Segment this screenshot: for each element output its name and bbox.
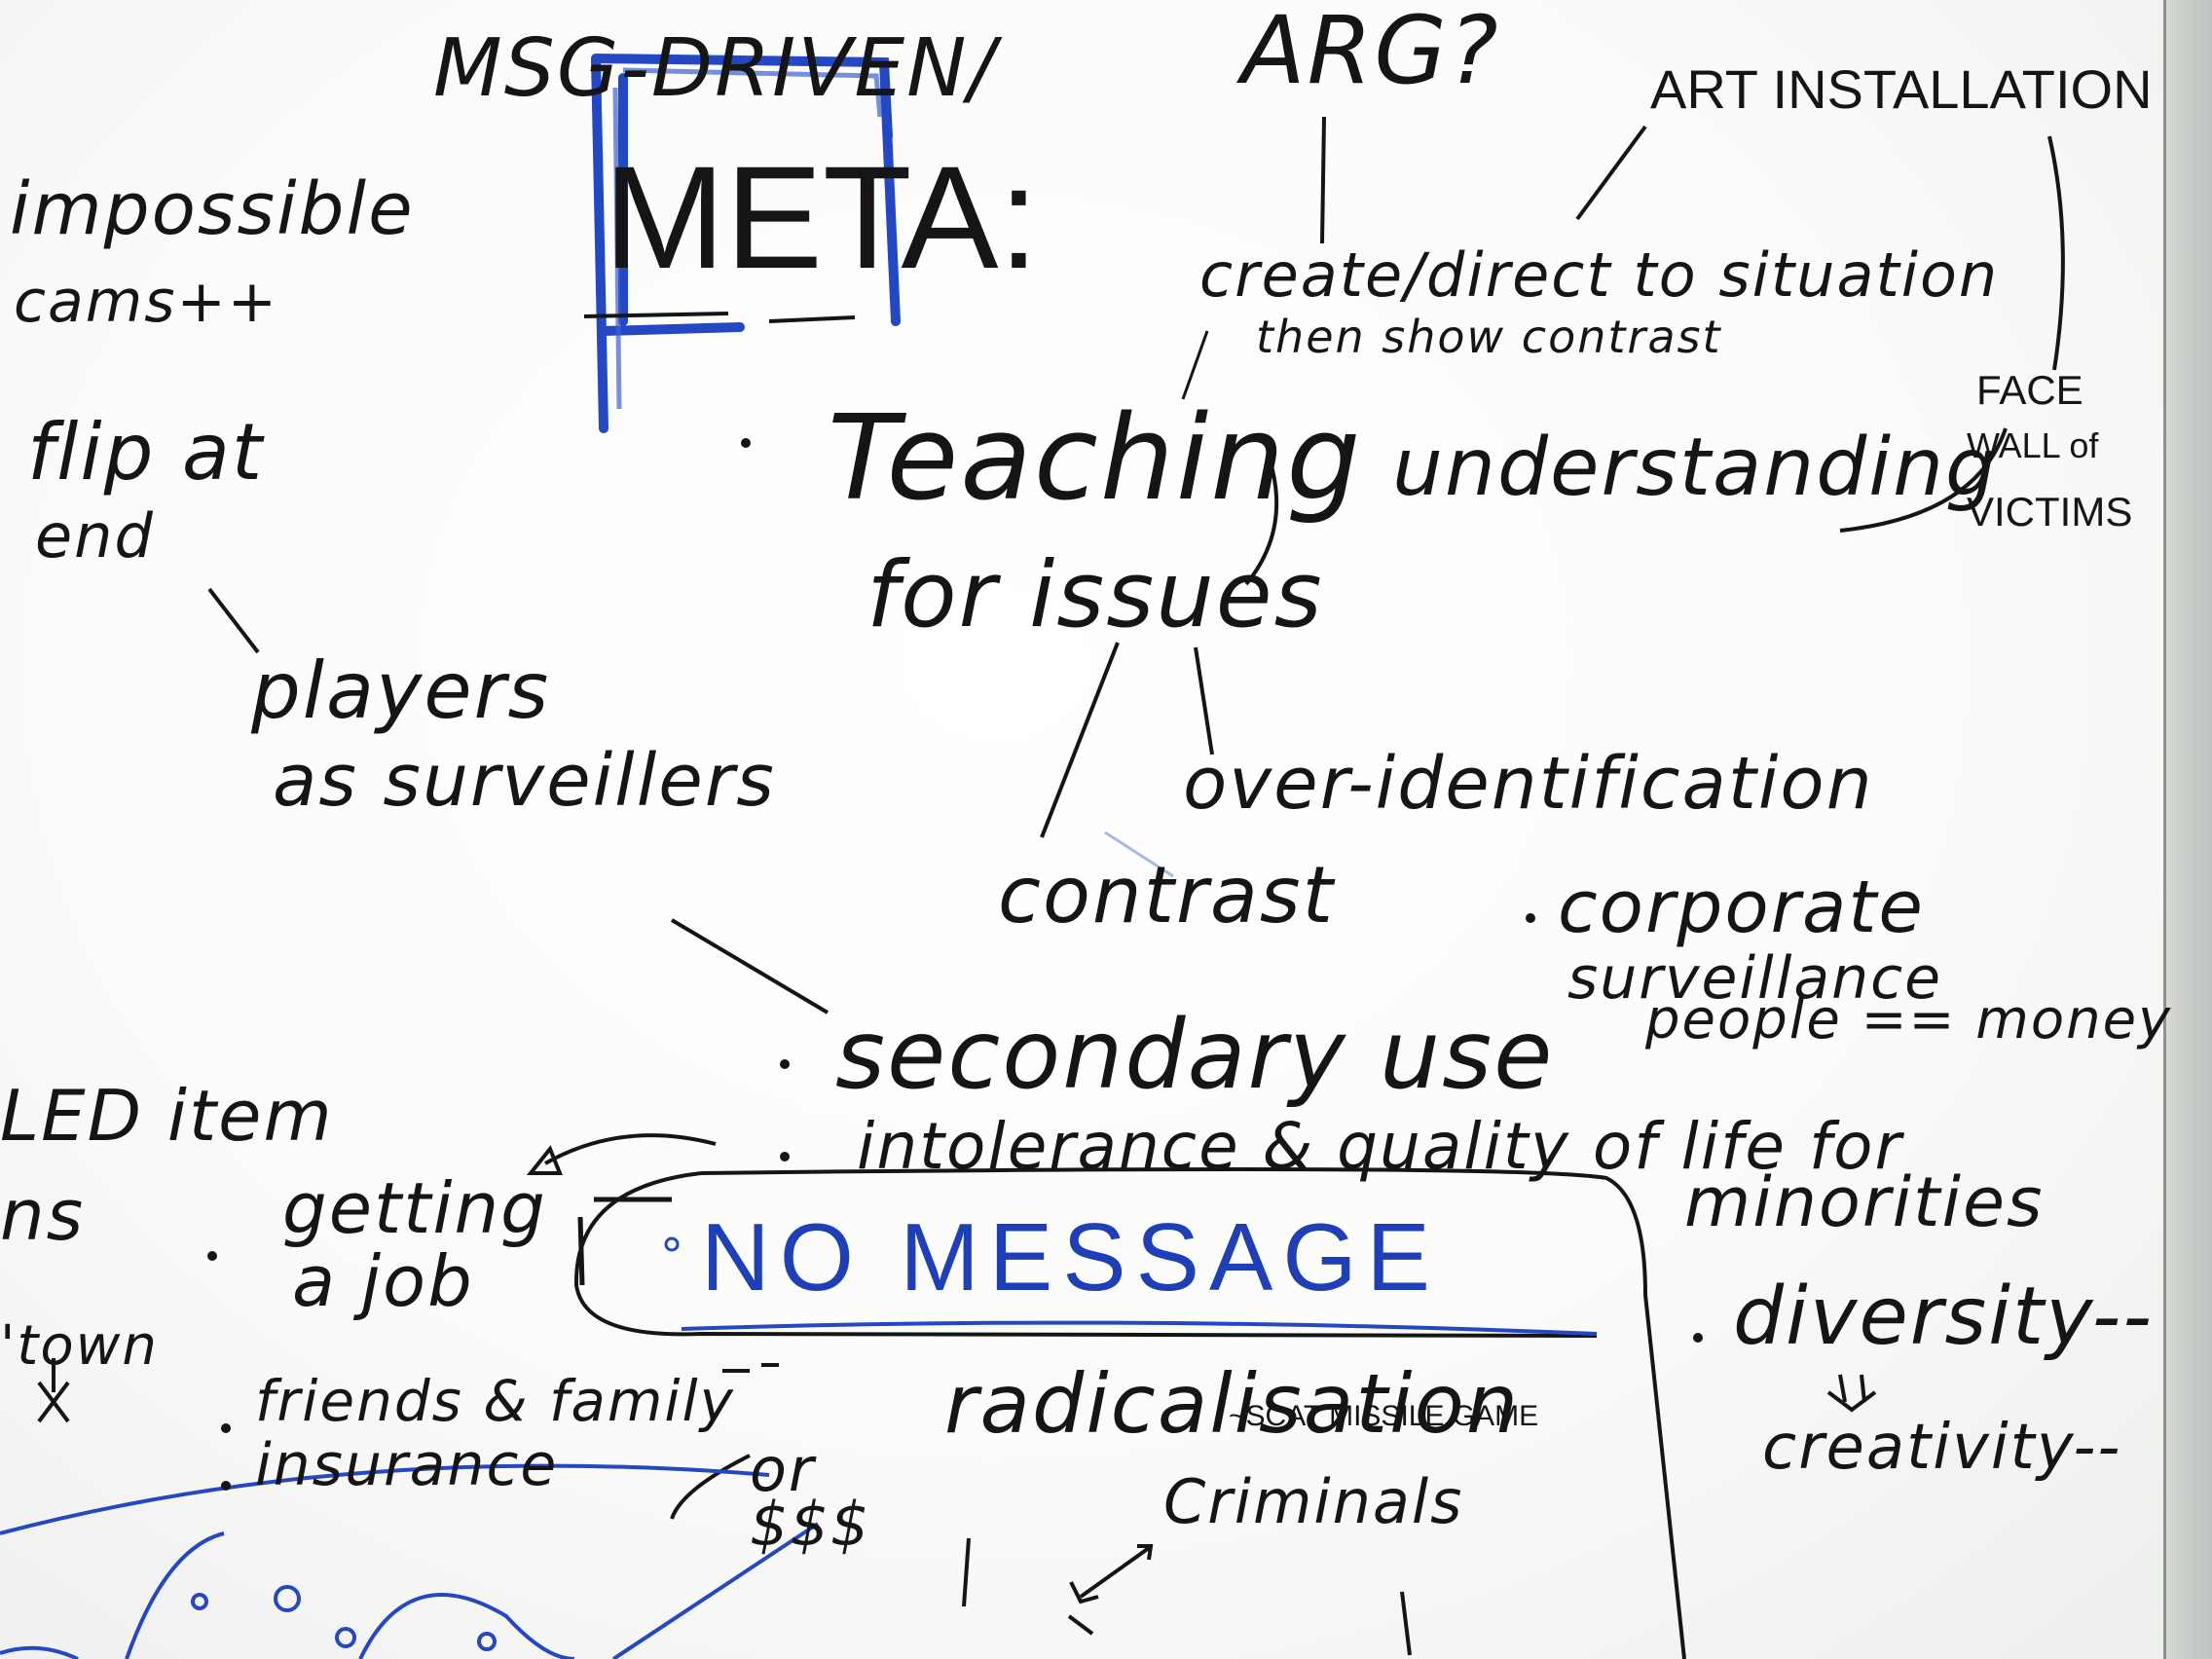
bullet — [741, 438, 751, 448]
wall-edge — [2163, 0, 2212, 1659]
intolerance-text: intolerance & quality of life for — [857, 1109, 1903, 1184]
then-show-contrast-text: then show contrast — [1256, 311, 1722, 363]
understanding-text: understanding — [1392, 422, 1999, 514]
bullet — [780, 1152, 790, 1161]
bullet — [221, 1481, 231, 1491]
getting-text: getting — [282, 1167, 547, 1249]
meta-blue-box-inner — [612, 67, 883, 410]
face-wall-bracket — [1839, 135, 2065, 533]
blue-dot — [335, 1627, 356, 1648]
no-message-box — [573, 1167, 1686, 1659]
cams-text: cams++ — [14, 268, 279, 336]
art-connector — [1575, 125, 1647, 221]
art-installation-text: ART INSTALLATION — [1650, 58, 2153, 120]
blue-dot — [191, 1593, 208, 1610]
criminals-tick — [1067, 1614, 1094, 1636]
meta-heading: META: — [604, 135, 1040, 299]
secondary-line — [670, 918, 830, 1014]
end-text: end — [35, 500, 155, 571]
arg-line — [1320, 116, 1326, 244]
blue-faint-line — [1104, 830, 1174, 878]
bullet — [780, 1059, 790, 1069]
as-surveillers-text: as surveillers — [273, 739, 776, 823]
face-text: FACE — [1976, 367, 2083, 413]
minorities-text: minorities — [1684, 1162, 2045, 1242]
corporate-text: corporate — [1558, 866, 1925, 949]
diversity-arrow — [1826, 1374, 1877, 1413]
teaching-loop — [1244, 461, 1279, 586]
blue-doodle-arc — [0, 1463, 770, 1535]
criminals-line — [1400, 1591, 1412, 1656]
a-job-text: a job — [292, 1240, 474, 1322]
friends-dashes — [722, 1363, 779, 1373]
bullet — [1526, 913, 1535, 923]
issues-overid-line — [1194, 646, 1214, 756]
arrow-getting-job — [544, 1133, 717, 1165]
radicalisation-text: radicalisation — [944, 1356, 1521, 1452]
contrast-text: contrast — [998, 850, 1335, 940]
secondary-use-text: secondary use — [835, 1000, 1555, 1111]
flip-players-line — [207, 587, 260, 654]
blue-doodle-bottom — [0, 1645, 79, 1659]
arg-text: ARG? — [1241, 0, 1500, 105]
over-identification-text: over-identification — [1183, 742, 1874, 826]
insurance-text: insurance — [255, 1431, 559, 1499]
led-item-text: LED item — [0, 1075, 334, 1157]
scat-missile-game-text: ~SCAT MISSILE GAME — [1229, 1400, 1539, 1432]
meta-blue-box — [591, 54, 901, 433]
friends-family-text: friends & family — [255, 1368, 735, 1434]
create-teaching-line — [1181, 330, 1209, 400]
or-money-text: or $$$ — [750, 1434, 871, 1560]
bullet — [221, 1423, 231, 1433]
for-issues-text: for issues — [866, 542, 1324, 648]
diversity-text: diversity-- — [1733, 1271, 2154, 1363]
wall-of-text: WALL of — [1967, 425, 2099, 465]
surveillance-text: surveillance — [1567, 944, 1943, 1013]
blue-dot — [477, 1632, 497, 1651]
blue-dot — [274, 1585, 301, 1612]
flip-at-text: flip at — [27, 407, 265, 498]
no-message-box-mark — [577, 1197, 672, 1286]
victims-text: VICTIMS — [1967, 489, 2133, 535]
stick-figure — [37, 1358, 70, 1423]
meta-underline — [583, 312, 856, 323]
msg-driven-text: MSG-DRIVEN/ — [433, 22, 998, 115]
players-text: players — [251, 645, 551, 736]
bullet — [1693, 1333, 1703, 1343]
no-message-blue-underline — [681, 1320, 1598, 1336]
arrow-head — [526, 1145, 563, 1175]
criminals-double-arrow — [1069, 1544, 1154, 1604]
criminals-text: Criminals — [1163, 1466, 1464, 1537]
radicalisation-line — [962, 1537, 971, 1607]
town-text: 'town — [0, 1314, 159, 1378]
impossible-text: impossible — [10, 167, 415, 251]
creativity-text: creativity-- — [1762, 1412, 2122, 1484]
people-money-text: people == money — [1645, 988, 2173, 1051]
ns-text: ns — [0, 1174, 86, 1256]
blue-bullet — [664, 1236, 680, 1252]
create-direct-text: create/direct to situation — [1199, 240, 2000, 311]
blue-doodle-line — [611, 1522, 820, 1659]
teaching-text: Teaching — [828, 391, 1363, 527]
or-bracket — [670, 1454, 751, 1520]
no-message-text: NO MESSAGE — [701, 1203, 1440, 1310]
blue-doodle-arc-2 — [125, 1531, 575, 1659]
bullet — [207, 1251, 217, 1261]
issues-contrast-line — [1040, 642, 1120, 838]
